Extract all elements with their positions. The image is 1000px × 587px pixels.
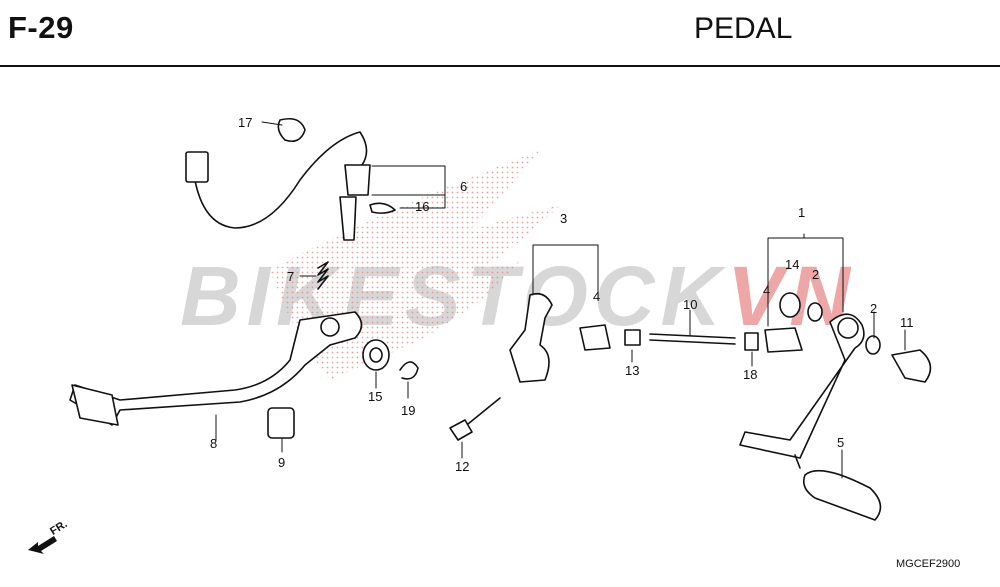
- washer-14: [779, 292, 801, 318]
- callout-17: 17: [238, 115, 253, 130]
- callout-12: 12: [455, 459, 470, 474]
- callout-9: 9: [278, 455, 286, 470]
- joint-4-left: [579, 324, 611, 351]
- callout-4-left: 4: [593, 289, 601, 304]
- callout-5: 5: [837, 435, 845, 450]
- callout-6: 6: [460, 179, 468, 194]
- clamp-17: [277, 117, 306, 143]
- washer-15: [362, 339, 390, 371]
- callout-7: 7: [287, 269, 295, 284]
- front-direction-arrow-icon: [28, 536, 57, 554]
- page-title: PEDAL: [694, 12, 793, 45]
- callout-16: 16: [415, 199, 430, 214]
- page-header: F-29 PEDAL: [0, 0, 1000, 67]
- pedal-pivot: [320, 317, 340, 337]
- shift-arm: [509, 292, 553, 383]
- circlip-19: [399, 361, 419, 380]
- brake-footpeg: [71, 384, 119, 426]
- callout-11: 11: [900, 315, 914, 330]
- callout-14: 14: [785, 257, 800, 272]
- callout-2-a: 2: [812, 267, 820, 282]
- bolt-12: [449, 419, 473, 441]
- switch-thread: [339, 196, 357, 241]
- diagram-code: MGCEF2900: [896, 558, 961, 570]
- nut-13: [624, 329, 641, 346]
- callout-15: 15: [368, 389, 383, 404]
- callout-13: 13: [625, 363, 640, 378]
- header-divider: [0, 65, 1000, 67]
- nut-18: [744, 332, 759, 351]
- joint-4-right: [764, 327, 803, 353]
- callout-19: 19: [401, 403, 416, 418]
- page-code: F-29: [8, 10, 74, 45]
- callout-1: 1: [798, 205, 806, 220]
- callout-18: 18: [743, 367, 758, 382]
- switch-harness: [192, 131, 368, 229]
- connector: [185, 151, 209, 183]
- callout-4-right: 4: [763, 283, 771, 298]
- washer-2b: [865, 335, 881, 355]
- callout-8: 8: [210, 436, 218, 451]
- callout-10: 10: [683, 297, 698, 312]
- tie-rod-10: [649, 333, 736, 345]
- bolt-11: [891, 349, 932, 383]
- switch-body: [344, 164, 371, 196]
- leader-lines: [215, 121, 906, 479]
- shift-rubber-5: [802, 469, 882, 521]
- rubber-9: [267, 407, 295, 439]
- spring-7: [317, 261, 329, 290]
- washer-2a: [807, 302, 823, 322]
- callout-3: 3: [560, 211, 568, 226]
- callout-2-b: 2: [870, 301, 878, 316]
- clip-16: [369, 202, 396, 214]
